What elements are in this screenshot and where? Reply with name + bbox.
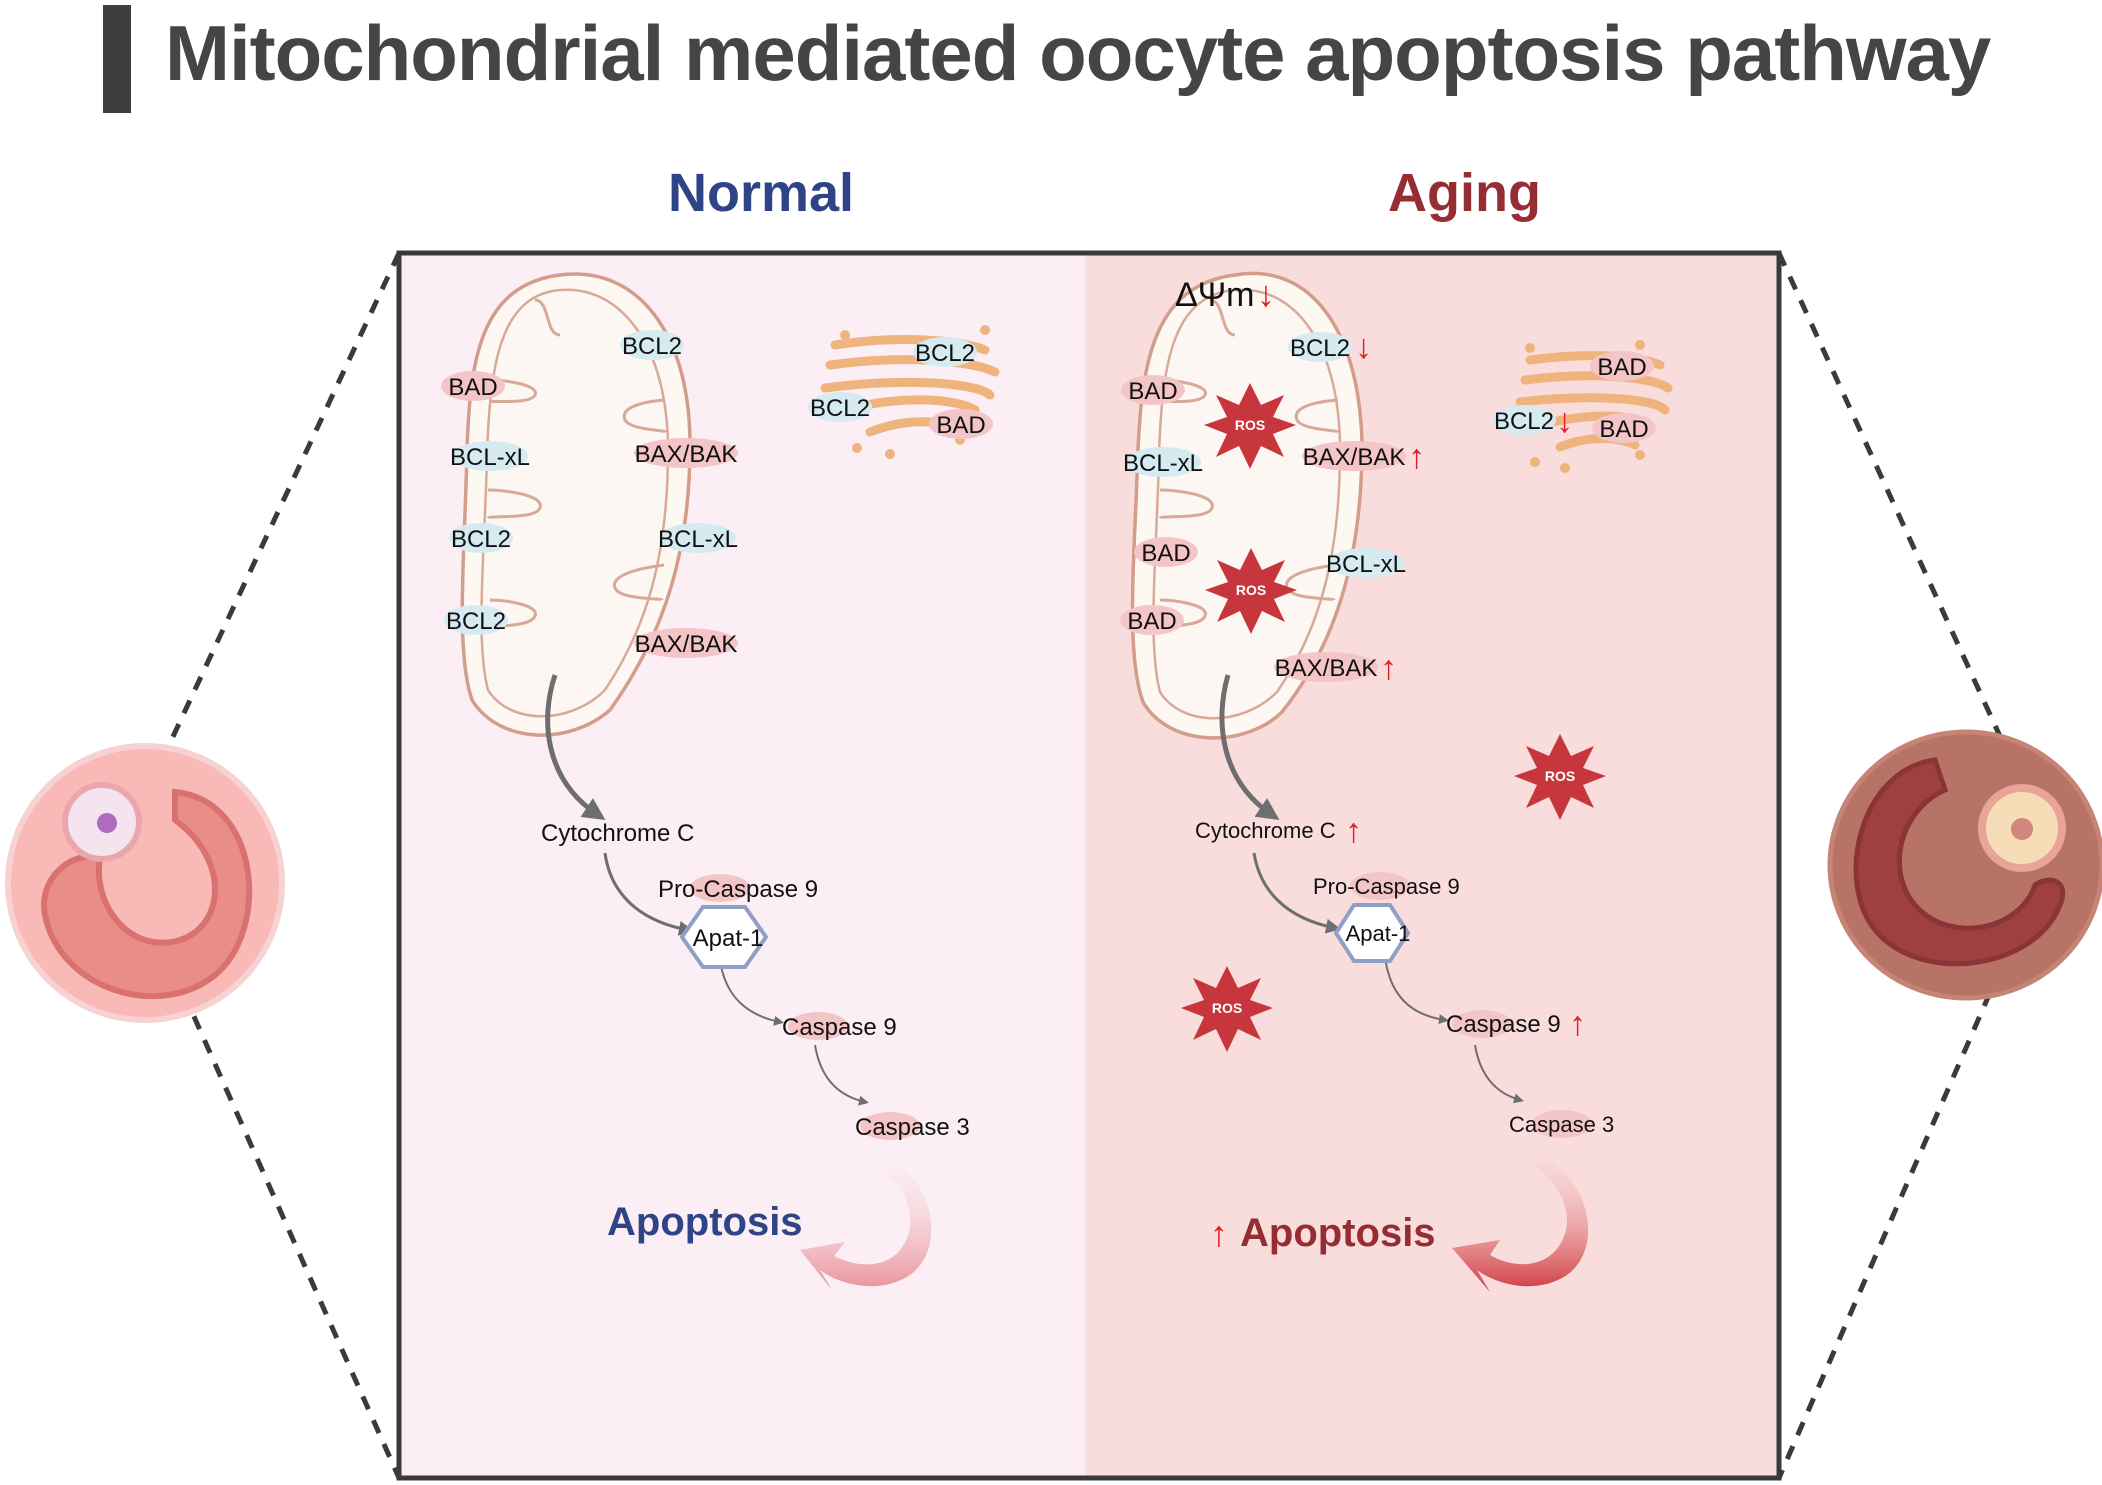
aging-apoptosis-group: ↑ Apoptosis (1210, 1211, 1436, 1255)
aging-apoptosis-arrow (1452, 1160, 1589, 1292)
svg-text:ROS: ROS (1212, 1000, 1242, 1016)
aging-apoptosis-up-arrow: ↑ (1210, 1213, 1228, 1254)
aging-golgi-bcl2-down-arrow: ↓ (1556, 402, 1573, 440)
normal-bclxl-left: BCL-xL (450, 444, 530, 471)
aging-bad-2: BAD (1141, 540, 1190, 567)
panel-frame (396, 250, 1782, 1481)
normal-golgi-bcl2-a: BCL2 (915, 340, 975, 367)
aging-membrane-potential: ΔΨm (1175, 276, 1254, 314)
aging-bclxl-left: BCL-xL (1123, 450, 1203, 477)
aging-membrane-down-arrow: ↓ (1257, 273, 1275, 314)
ros-star-1: ROS (1204, 383, 1296, 469)
svg-text:ROS: ROS (1236, 582, 1266, 598)
aging-caspase9-up-arrow: ↑ (1569, 1005, 1586, 1043)
aging-baxbak-lower-up-arrow: ↑ (1380, 649, 1397, 687)
normal-caspase3: Caspase 3 (855, 1114, 970, 1141)
aging-cytochrome: Cytochrome C (1195, 818, 1336, 843)
ros-star-2: ROS (1205, 548, 1297, 634)
aging-golgi-bad-b: BAD (1599, 416, 1648, 443)
aging-baxbak-upper: BAX/BAK (1303, 444, 1406, 471)
aging-bclxl-right: BCL-xL (1326, 551, 1406, 578)
aging-baxbak-lower: BAX/BAK (1275, 655, 1378, 682)
aging-bcl2-top: BCL2 (1290, 335, 1350, 362)
normal-apat: Apat-1 (693, 925, 764, 952)
aging-bcl2-down-arrow: ↓ (1355, 328, 1372, 366)
aging-bad-1: BAD (1128, 378, 1177, 405)
normal-golgi-bad: BAD (936, 412, 985, 439)
aging-pathway: Cytochrome C ↑ Pro-Caspase 9 Apat-1 Casp… (1195, 812, 1614, 1138)
aging-procaspase: Pro-Caspase 9 (1313, 874, 1460, 899)
aging-bad-3: BAD (1127, 608, 1176, 635)
aging-pathway-arrows (1219, 674, 1524, 1104)
normal-bcl2-low: BCL2 (446, 608, 506, 635)
normal-pathway: Cytochrome C Pro-Caspase 9 Apat-1 Caspas… (541, 820, 970, 1141)
aging-heading: Aging (1388, 163, 1541, 223)
normal-bclxl-right: BCL-xL (658, 526, 738, 553)
normal-bcl2-top: BCL2 (622, 333, 682, 360)
aging-golgi-bcl2: BCL2 (1494, 408, 1554, 435)
aging-mito-proteins: ΔΨm ↓ BCL2 ↓ BAD BCL-xL BAX/BAK ↑ BAD BC… (1120, 273, 1425, 687)
normal-apoptosis-arrow (800, 1162, 932, 1290)
aging-golgi-bad-a: BAD (1597, 354, 1646, 381)
aging-golgi-proteins: BAD BCL2 ↓ BAD (1492, 351, 1656, 443)
normal-caspase9: Caspase 9 (782, 1014, 897, 1041)
aging-apoptosis: Apoptosis (1240, 1211, 1436, 1255)
normal-pathway-arrows (545, 674, 869, 1106)
normal-baxbak-lower: BAX/BAK (635, 631, 738, 658)
aging-cytochrome-up-arrow: ↑ (1345, 812, 1362, 850)
normal-baxbak-upper: BAX/BAK (635, 441, 738, 468)
aging-apat: Apat-1 (1346, 921, 1411, 946)
aging-caspase3: Caspase 3 (1509, 1112, 1614, 1137)
aging-caspase9: Caspase 9 (1446, 1011, 1561, 1038)
title-accent-bar (103, 5, 131, 113)
ros-star-3: ROS (1514, 734, 1606, 820)
svg-text:ROS: ROS (1235, 417, 1265, 433)
normal-bad: BAD (448, 374, 497, 401)
aging-oocyte-cell (1827, 729, 2102, 1001)
normal-bcl2-mid: BCL2 (451, 526, 511, 553)
normal-oocyte-cell (5, 743, 285, 1023)
normal-golgi-bcl2-b: BCL2 (810, 395, 870, 422)
normal-apoptosis: Apoptosis (607, 1200, 803, 1244)
aging-apat-hexagon (1333, 903, 1411, 963)
normal-golgi-proteins: BCL2 BCL2 BAD (808, 337, 993, 439)
ros-star-4: ROS (1181, 966, 1273, 1052)
normal-cytochrome: Cytochrome C (541, 820, 694, 847)
normal-heading: Normal (668, 163, 855, 223)
normal-apat-hexagon (679, 905, 769, 969)
normal-mito-proteins: BCL2 BAD BCL-xL BAX/BAK BCL2 BCL-xL BCL2… (441, 330, 738, 658)
aging-baxbak-upper-up-arrow: ↑ (1408, 438, 1425, 476)
normal-procaspase: Pro-Caspase 9 (658, 876, 818, 903)
page-title: Mitochondrial mediated oocyte apoptosis … (165, 9, 1991, 97)
svg-text:ROS: ROS (1545, 768, 1575, 784)
